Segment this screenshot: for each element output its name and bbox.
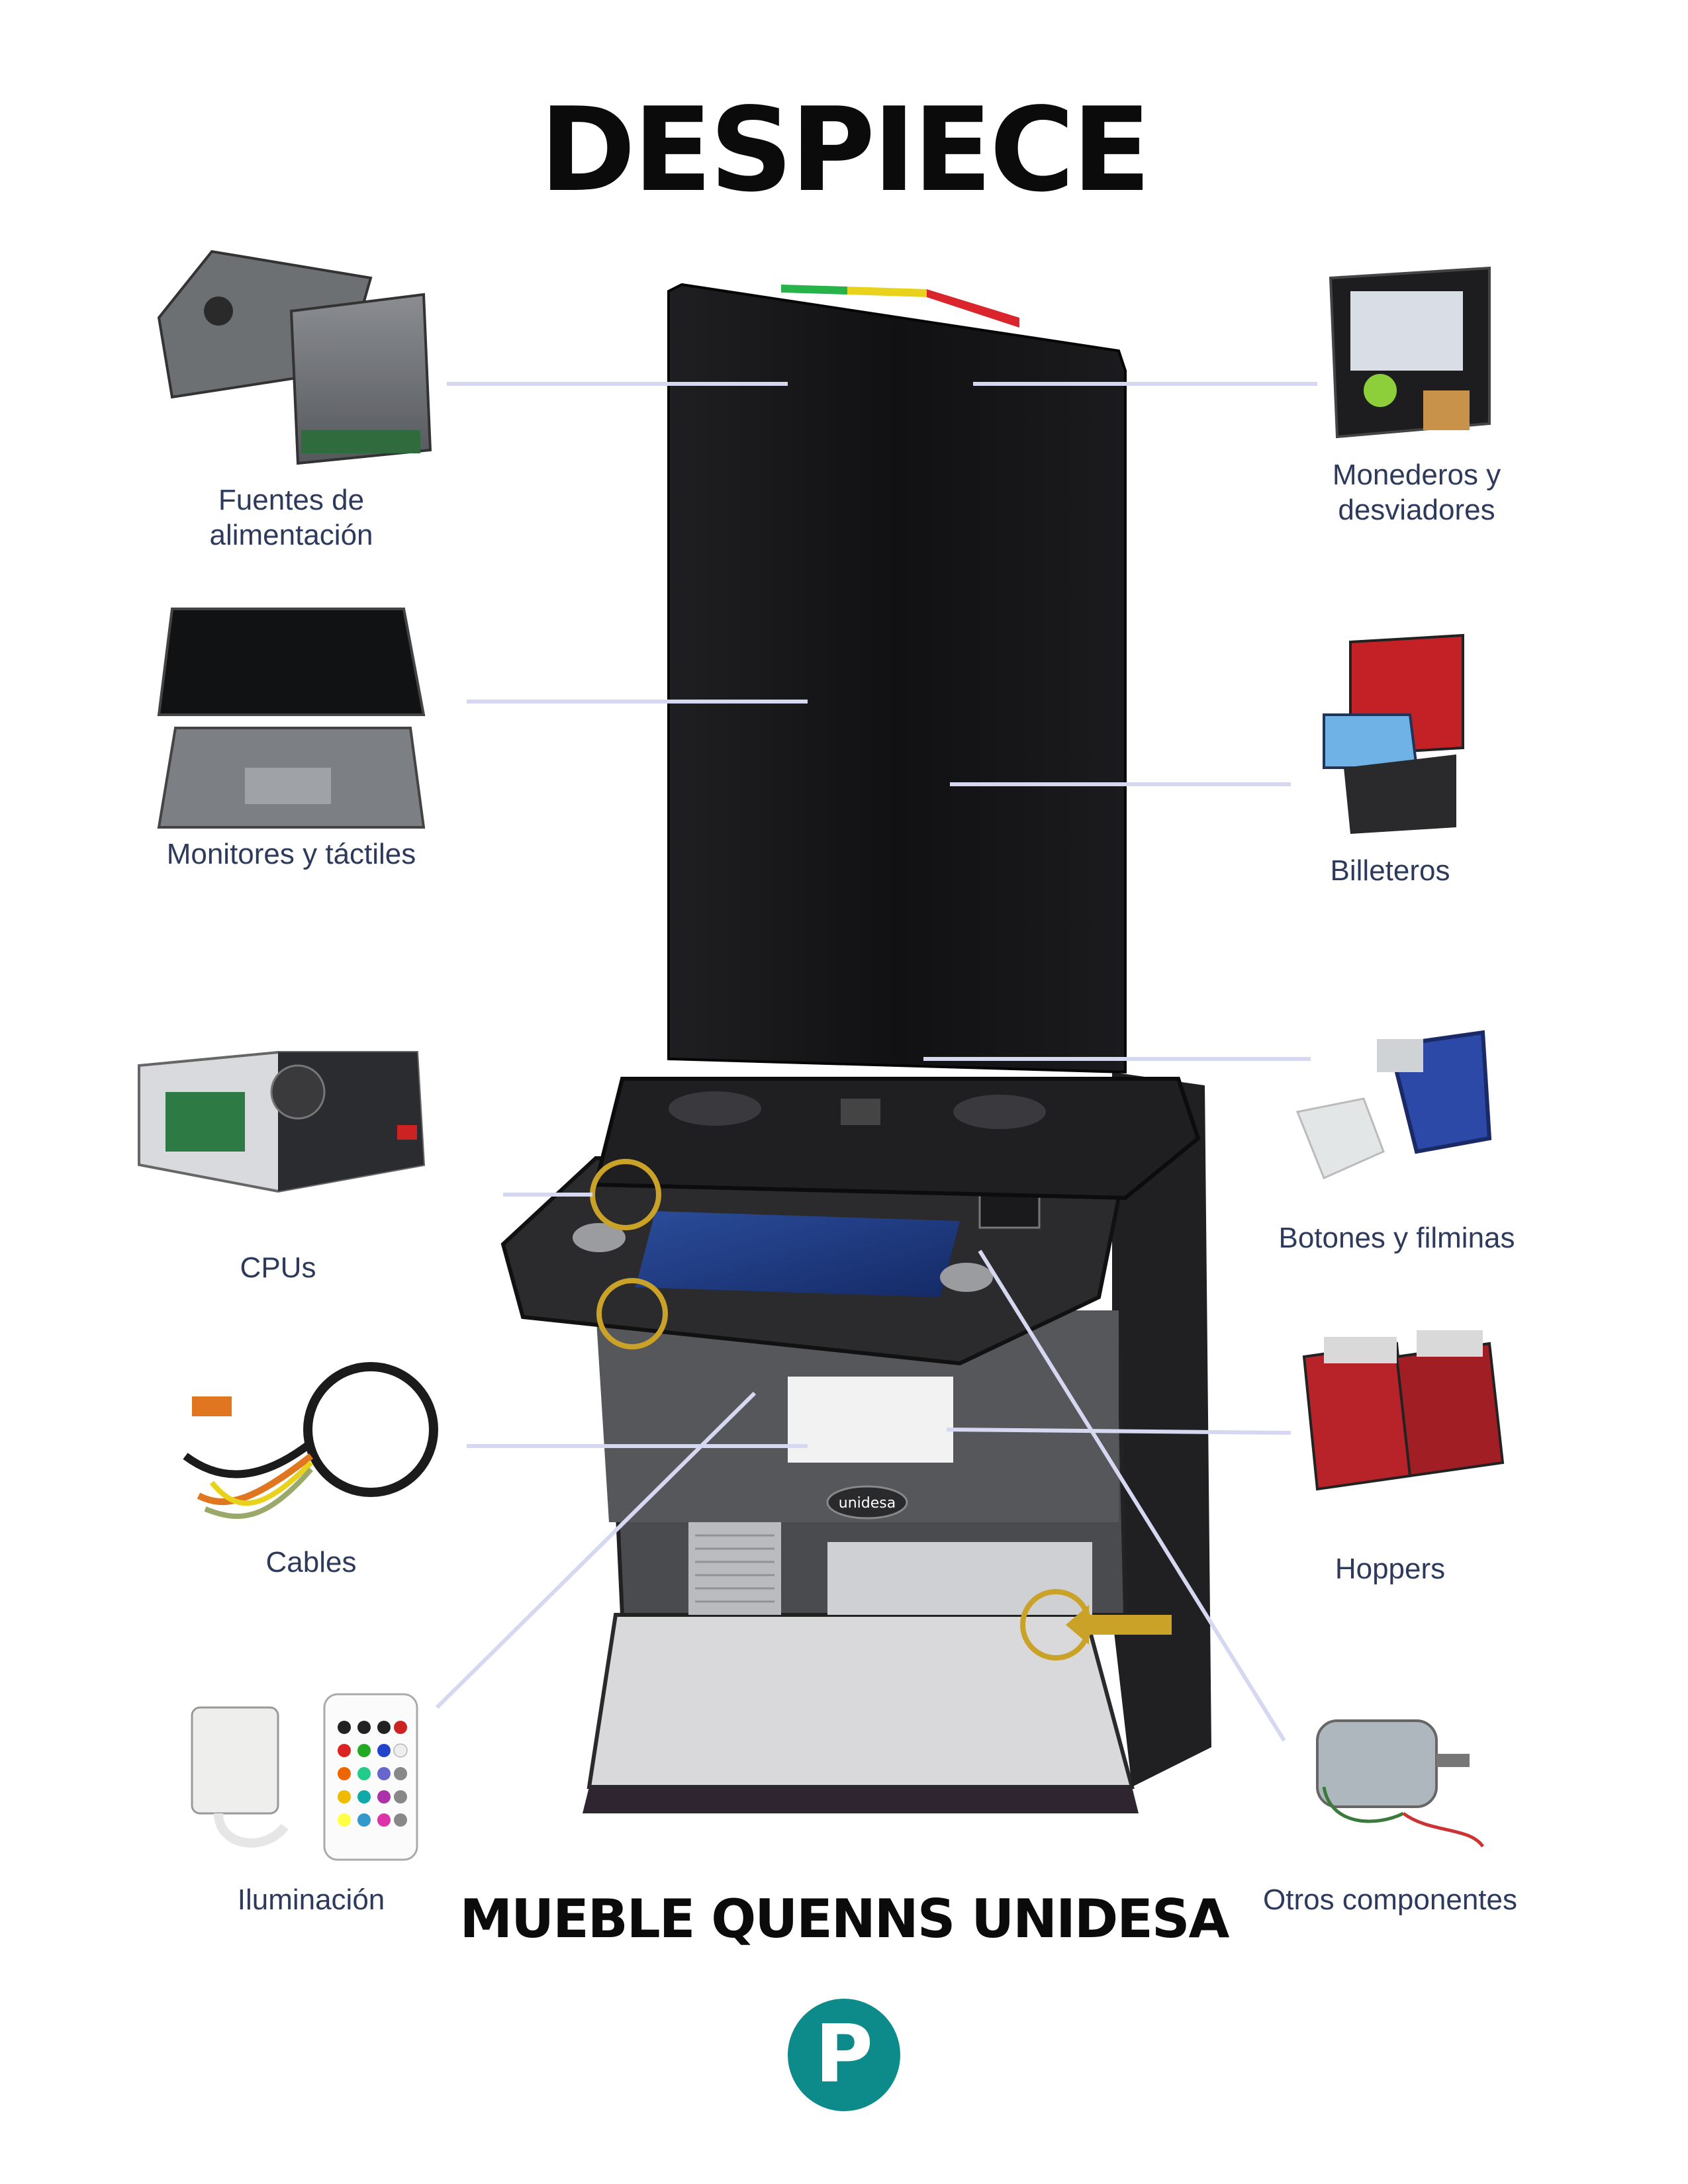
- console-button-right: [940, 1263, 993, 1292]
- unidesa-badge: [826, 1485, 908, 1520]
- led-remote-icon: [191, 1693, 418, 1861]
- monitor-icon: [157, 608, 426, 829]
- leader-hoppers: [946, 1428, 1291, 1435]
- top-light-red: [927, 289, 1019, 328]
- leader-otros: [978, 1250, 1286, 1742]
- console-touchscreen: [635, 1211, 960, 1297]
- top-light-green: [781, 285, 847, 295]
- ticket-window: [788, 1377, 953, 1463]
- speaker-left: [669, 1091, 761, 1126]
- top-reader: [841, 1099, 880, 1125]
- console-button-left: [573, 1223, 626, 1252]
- remote-buttons: [338, 1721, 408, 1827]
- diagram-caption: MUEBLE QUENNS UNIDESA: [459, 1888, 1230, 1950]
- page-title: DESPIECE: [539, 83, 1151, 218]
- label-otros-componentes: Otros componentes: [1263, 1884, 1517, 1916]
- button-icon: [1295, 1030, 1492, 1180]
- vent-grille: [688, 1522, 781, 1615]
- brand-logo: P: [788, 1999, 900, 2111]
- cable-icon: [183, 1362, 438, 1520]
- cabinet-side-panel: [1112, 1072, 1211, 1787]
- label-iluminacion: Iluminación: [237, 1884, 385, 1916]
- top-light-yellow: [847, 287, 927, 297]
- unidesa-badge-text: unidesa: [839, 1495, 896, 1512]
- highlight-ring-2: [596, 1278, 668, 1349]
- cabinet-main-screen: [667, 283, 1127, 1074]
- label-cables: Cables: [265, 1546, 357, 1578]
- label-billeteros: Billeteros: [1330, 854, 1450, 887]
- label-monederos-y-desviadores: Monederos y desviadores: [1332, 459, 1501, 526]
- label-fuentes-de-alimentacion: Fuentes de alimentación: [209, 484, 373, 551]
- label-hoppers: Hoppers: [1335, 1553, 1446, 1585]
- lower-door-panel: [827, 1542, 1092, 1615]
- hopper-icon: [1302, 1330, 1505, 1491]
- speaker-right: [953, 1095, 1046, 1129]
- power-supply-icon: [157, 250, 432, 465]
- label-cpus: CPUs: [240, 1251, 316, 1284]
- cabinet-foot: [586, 1613, 1135, 1789]
- cpu-icon: [138, 1051, 426, 1193]
- cabinet-drawing: unidesa: [500, 283, 1211, 1813]
- label-monitores-y-tactiles: Monitores y táctiles: [166, 838, 416, 870]
- leader-lines: [435, 382, 1317, 1742]
- label-botones-y-filminas: Botones y filminas: [1278, 1222, 1515, 1254]
- brand-logo-letter: P: [815, 2009, 873, 2101]
- coin-validator-icon: [1329, 266, 1491, 439]
- bill-acceptor-icon: [1323, 633, 1464, 834]
- bill-slot: [978, 1193, 1041, 1229]
- highlight-arrow: [1066, 1605, 1172, 1645]
- motor-icon: [1316, 1719, 1485, 1848]
- leader-iluminacion: [435, 1391, 757, 1709]
